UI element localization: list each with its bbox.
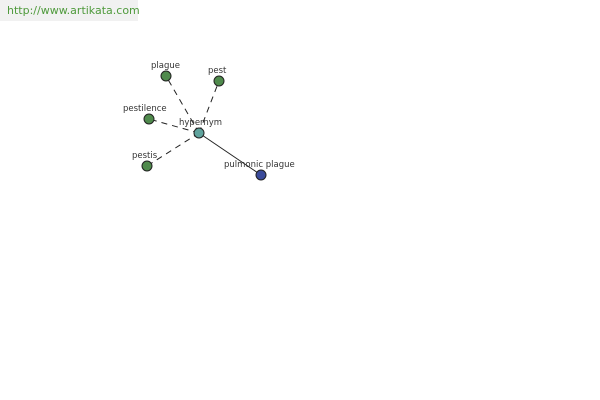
graph-edges <box>146 75 262 176</box>
edge-pest <box>198 80 220 134</box>
node-label-pulmonic-plague: pulmonic plague <box>224 160 295 170</box>
node-label-plague: plague <box>151 61 180 71</box>
node-label-pest: pest <box>208 66 227 76</box>
node-pest[interactable]: pest <box>208 66 227 87</box>
node-dot-pest[interactable] <box>213 75 225 87</box>
node-pestis[interactable]: pestis <box>132 151 158 172</box>
site-url-link[interactable]: http://www.artikata.com <box>0 0 140 21</box>
node-dot-hypernym[interactable] <box>193 127 205 139</box>
node-pulmonic-plague[interactable]: pulmonic plague <box>224 160 295 181</box>
node-dot-plague[interactable] <box>160 70 172 82</box>
node-label-pestilence: pestilence <box>123 104 167 114</box>
edge-pestis <box>146 132 200 167</box>
node-pestilence[interactable]: pestilence <box>123 104 167 125</box>
node-hypernym[interactable]: hypernym <box>179 118 222 139</box>
node-dot-pestis[interactable] <box>141 160 153 172</box>
node-label-hypernym: hypernym <box>179 118 222 128</box>
node-dot-pulmonic-plague[interactable] <box>255 169 267 181</box>
edge-pestilence <box>148 118 200 134</box>
graph-nodes: hypernym plague pest pestilence pestis pulmon… <box>123 61 295 181</box>
node-dot-pestilence[interactable] <box>143 113 155 125</box>
edge-pulmonic-plague <box>198 132 262 176</box>
node-plague[interactable]: plague <box>151 61 180 82</box>
node-label-pestis: pestis <box>132 151 158 161</box>
